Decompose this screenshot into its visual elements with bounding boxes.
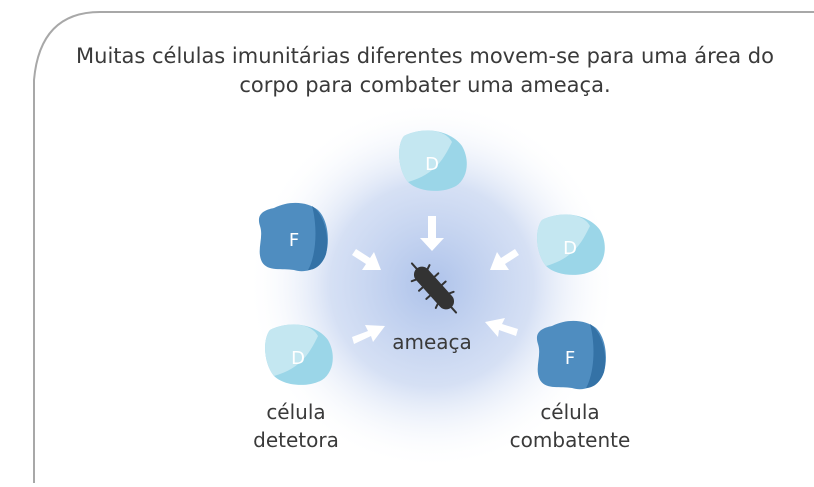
fighter-letter-left: F xyxy=(289,230,299,251)
title-line-2: corpo para combater uma ameaça. xyxy=(239,73,611,97)
card-border xyxy=(33,11,814,483)
threat-label: ameaça xyxy=(392,330,472,354)
arrow-lower-right xyxy=(485,318,518,337)
detector-letter-lower-left: D xyxy=(291,348,305,369)
fighter-cell-left xyxy=(258,202,328,272)
detector-letter-top: D xyxy=(425,154,439,175)
arrow-lower-left xyxy=(352,325,385,344)
fighter-cell-lower-right xyxy=(536,320,606,390)
arrow-upper-right xyxy=(490,249,519,270)
title-line-1: Muitas células imunitárias diferentes mo… xyxy=(76,44,774,68)
detector-cell-top xyxy=(399,130,467,191)
detector-cell-right xyxy=(537,214,605,275)
detector-label-line-2: detetora xyxy=(253,428,339,452)
bacterium-icon xyxy=(410,262,458,314)
detector-label-line-1: célula xyxy=(266,400,326,424)
fighter-letter-lower-right: F xyxy=(565,348,575,369)
fighter-label-line-1: célula xyxy=(540,400,600,424)
arrows xyxy=(352,216,519,344)
arrow-top xyxy=(420,216,444,251)
detector-letter-right: D xyxy=(563,238,577,259)
fighter-label-line-2: combatente xyxy=(509,428,631,452)
arrow-upper-left xyxy=(352,249,381,270)
detector-cell-lower-left xyxy=(265,324,333,385)
